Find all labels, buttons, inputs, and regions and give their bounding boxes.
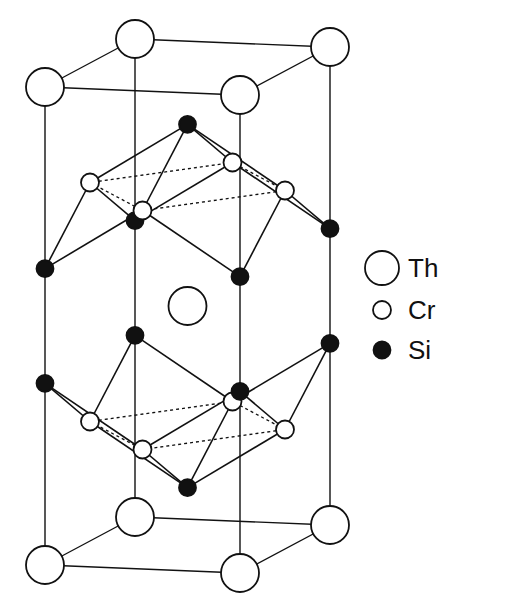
- bond-line: [188, 402, 233, 488]
- th-atom: [26, 546, 64, 584]
- bond-line: [233, 163, 331, 229]
- bond-line: [45, 87, 240, 95]
- legend-swatch: [365, 251, 399, 285]
- dotted-bond: [143, 430, 286, 450]
- bond-line: [240, 191, 285, 277]
- legend-swatch: [374, 342, 391, 359]
- bond-line: [135, 39, 330, 47]
- th-atom: [311, 506, 349, 544]
- legend-label: Th: [408, 255, 438, 281]
- th-atom: [169, 287, 207, 325]
- legend-label: Cr: [408, 297, 435, 323]
- si-atom: [322, 335, 339, 352]
- dotted-bond: [143, 191, 286, 211]
- dotted-bond: [90, 163, 233, 183]
- si-atom: [37, 375, 54, 392]
- cr-atom: [134, 441, 152, 459]
- legend: [365, 251, 399, 359]
- bond-line: [233, 343, 331, 401]
- si-atom: [179, 116, 196, 133]
- bond-line: [45, 383, 143, 449]
- si-atom: [127, 327, 144, 344]
- cr-atom: [81, 174, 99, 192]
- bond-line: [45, 565, 240, 573]
- bond-line: [44, 87, 45, 565]
- th-atom: [116, 498, 154, 536]
- legend-label: Si: [408, 337, 431, 363]
- cr-atom: [81, 413, 99, 431]
- bond-line: [135, 335, 233, 401]
- bond-line: [329, 47, 330, 525]
- bond-line: [143, 211, 241, 277]
- si-atom: [232, 383, 249, 400]
- si-atom: [232, 268, 249, 285]
- bond-line: [135, 517, 330, 525]
- cr-atom: [224, 154, 242, 172]
- bond-line: [45, 183, 90, 269]
- th-atom: [221, 76, 259, 114]
- th-atom: [221, 554, 259, 592]
- legend-swatch: [373, 301, 391, 319]
- cr-atom: [276, 421, 294, 439]
- bond-line: [90, 335, 135, 421]
- si-atom: [322, 220, 339, 237]
- si-atom: [179, 479, 196, 496]
- bond-line: [90, 124, 188, 182]
- dotted-bond: [90, 402, 233, 422]
- unit-cell: [45, 39, 330, 573]
- cr-atom: [276, 182, 294, 200]
- cr-atom: [134, 202, 152, 220]
- th-atom: [26, 68, 64, 106]
- si-atom: [37, 260, 54, 277]
- th-atom: [311, 28, 349, 66]
- th-atom: [116, 20, 154, 58]
